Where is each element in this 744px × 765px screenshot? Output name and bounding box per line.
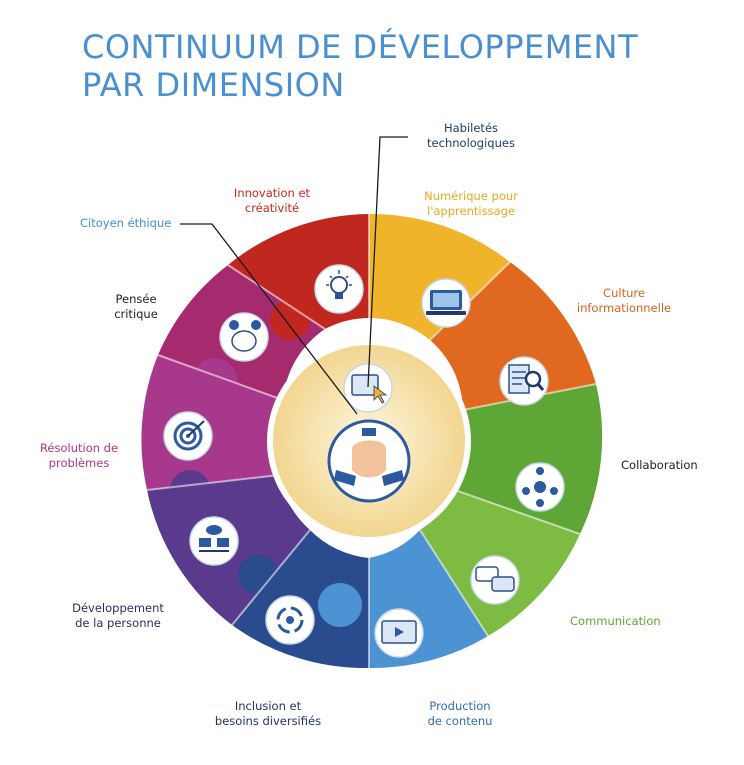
pointer-line-habiletes [367,136,408,388]
title-line-1: CONTINUUM DE DÉVELOPPEMENT [82,28,639,66]
label-developpement: Développement de la personne [72,601,164,630]
puzzle-knobs [170,265,560,627]
chat-bubbles-icon[interactable] [470,555,520,605]
circular-arrows-icon[interactable] [265,595,315,645]
computer-screen-pointer-icon[interactable] [343,363,393,413]
label-numerique: Numérique pour l'apprentissage [424,189,518,218]
target-icon[interactable] [163,411,213,461]
label-citoyen: Citoyen éthique [80,216,172,230]
label-culture: Culture informationnelle [576,286,672,315]
brain-question-icon[interactable] [219,312,269,362]
cloud-computers-icon[interactable] [189,516,239,566]
label-habiletes: Habiletés technologiques [427,121,515,150]
team-network-icon[interactable] [515,462,565,512]
video-screen-icon[interactable] [374,608,424,658]
label-production: Production de contenu [427,699,493,728]
page-title: CONTINUUM DE DÉVELOPPEMENT PAR DIMENSION [82,28,638,104]
handshake-hands-icon[interactable] [327,419,411,503]
label-pensee: Pensée critique [114,292,158,321]
title-line-2: PAR DIMENSION [82,66,345,104]
document-magnifier-icon[interactable] [499,356,549,406]
pointer-line-citoyen [180,223,358,415]
label-innovation: Innovation et créativité [233,186,311,215]
sector-numerique[interactable] [369,213,510,340]
pointer-lines [180,136,408,415]
laptop-learning-icon[interactable] [421,278,471,328]
sector-culture[interactable] [430,262,596,410]
label-collaboration: Collaboration [621,458,698,472]
sector-collaboration[interactable] [455,384,603,534]
dimension-icons [163,264,565,658]
lightbulb-icon[interactable] [314,264,364,314]
label-communication: Communication [570,614,661,628]
label-resolution: Résolution de problèmes [39,441,119,470]
label-inclusion: Inclusion et besoins diversifiés [214,699,322,728]
